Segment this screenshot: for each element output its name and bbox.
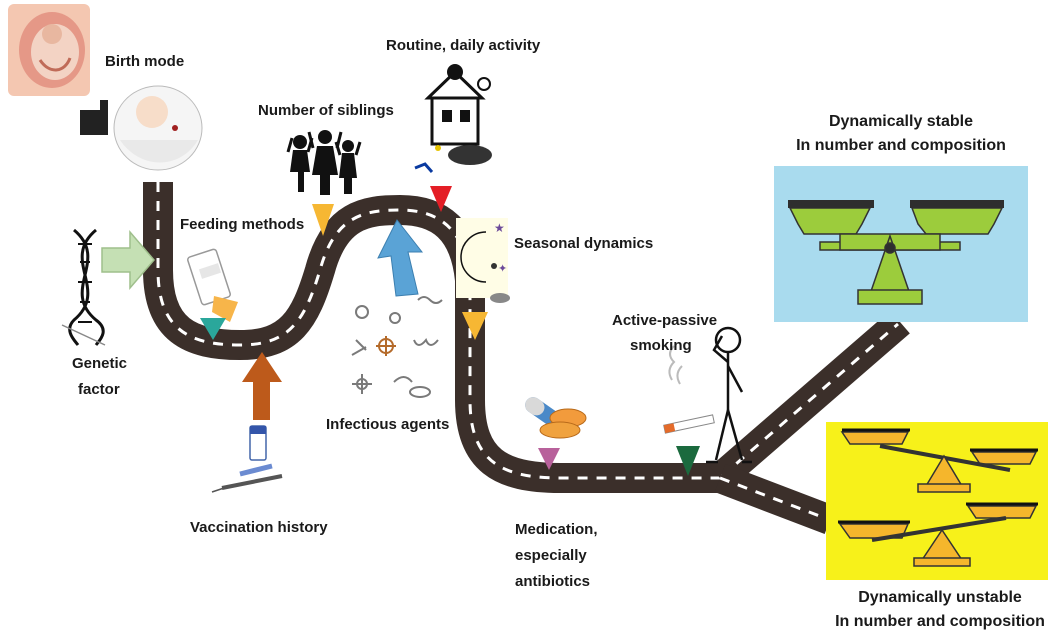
label-feeding: Feeding methods — [180, 216, 305, 233]
pills-icon — [525, 397, 587, 439]
label-genetic-1: Genetic — [72, 355, 128, 372]
feeding-bottle-icon — [187, 248, 238, 322]
dna-icon — [61, 228, 106, 346]
microbes-icon — [351, 296, 443, 398]
infection-arrow-icon — [377, 219, 424, 297]
family-icon — [286, 130, 362, 195]
balance-scale-icon — [788, 200, 1004, 305]
vaccination-arrow-icon — [242, 352, 282, 420]
marker-medication — [538, 448, 560, 470]
cigarette-icon — [663, 345, 715, 434]
label-birth-mode: Birth mode — [105, 53, 185, 70]
label-unstable-2: In number and composition — [835, 613, 1045, 630]
label-infectious: Infectious agents — [326, 416, 450, 433]
road — [143, 182, 910, 535]
marker-siblings — [312, 204, 334, 236]
birth-illustration-icon — [8, 4, 90, 96]
label-routine: Routine, daily activity — [386, 37, 541, 54]
marker-routine — [430, 186, 452, 212]
vaccine-syringe-icon — [211, 425, 283, 493]
label-stable-2: In number and composition — [796, 137, 1006, 154]
label-medication-2: especially — [515, 547, 587, 564]
house-activity-icon — [414, 60, 500, 173]
genetic-arrow-icon — [101, 229, 155, 291]
label-smoking-2: smoking — [630, 337, 692, 354]
label-medication-1: Medication, — [515, 521, 598, 538]
marker-seasonal — [462, 312, 488, 340]
label-smoking-1: Active-passive — [612, 312, 718, 329]
marker-feeding — [200, 318, 226, 340]
marker-smoking — [676, 446, 700, 476]
baby-icon — [113, 85, 203, 171]
svg-text:★: ★ — [494, 221, 505, 235]
birth-arrow-icon — [80, 100, 108, 135]
moon-stars-icon: ★ ✦ — [456, 218, 510, 303]
label-medication-3: antibiotics — [515, 573, 591, 590]
label-vaccination: Vaccination history — [190, 519, 328, 536]
svg-text:✦: ✦ — [498, 262, 507, 275]
unstable-scale-top — [840, 428, 1038, 493]
unstable-scale-bottom — [838, 502, 1038, 567]
label-siblings: Number of siblings — [258, 102, 394, 119]
label-seasonal: Seasonal dynamics — [514, 235, 654, 252]
label-unstable-1: Dynamically unstable — [858, 589, 1022, 606]
label-genetic-2: factor — [78, 381, 120, 398]
label-stable-1: Dynamically stable — [828, 113, 974, 130]
stick-person-icon — [706, 326, 752, 464]
